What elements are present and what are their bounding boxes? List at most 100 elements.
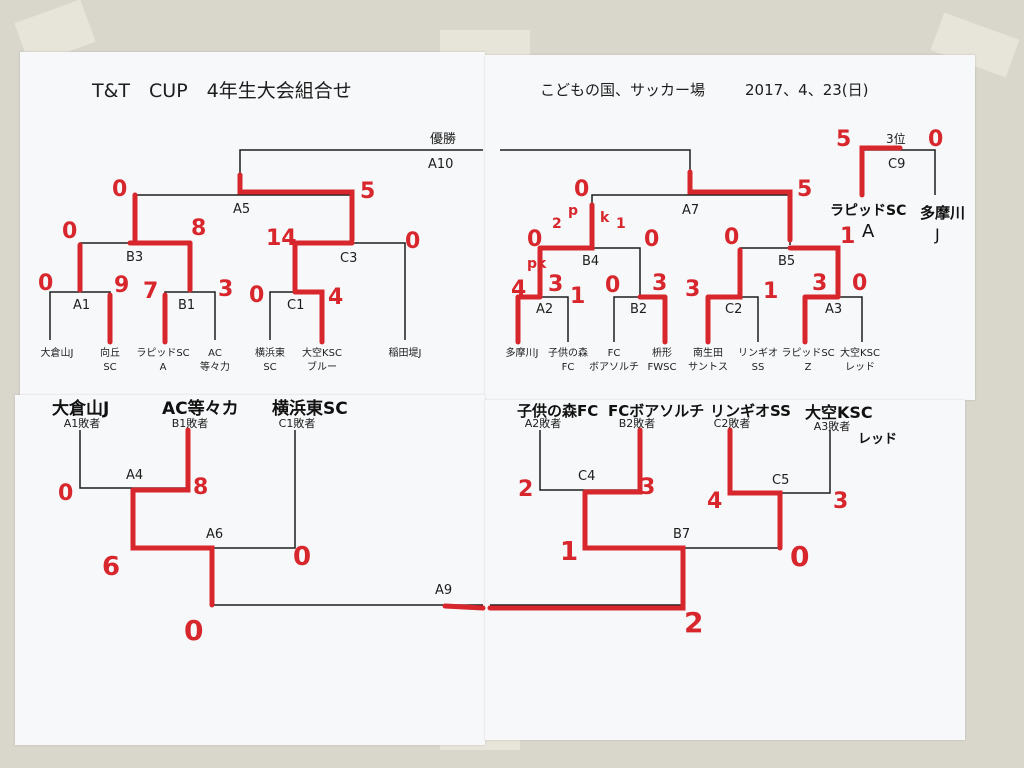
team-minamiikuta-l2: サントス [688, 361, 728, 373]
match-b2: B2 [630, 302, 647, 317]
team-ringio-l1: リンギオ [738, 347, 778, 359]
team-inadazutsumi: 稲田堤J [389, 347, 422, 359]
score-c3-right: 0 [405, 229, 420, 254]
score-b1-right: 3 [218, 277, 233, 302]
hw-third-rapid-b: A [862, 221, 875, 242]
team-yokohamahigashi-l2: SC [263, 362, 276, 373]
team-okurayama: 大倉山J [41, 346, 74, 359]
team-ozora-blue-l1: 大空KSC [302, 346, 342, 359]
team-mukaigaoka-l1: 向丘 [100, 346, 120, 359]
score-b3-left: 0 [62, 219, 77, 244]
match-a3: A3 [825, 302, 842, 317]
team-mukaigaoka-l2: SC [103, 362, 116, 373]
poster-bottom-right [485, 400, 965, 740]
team-ozora-blue-l2: ブルー [307, 360, 337, 373]
hw-kodomonomori: 子供の森FC [517, 402, 598, 420]
score-b7-left: 1 [560, 537, 578, 567]
match-c3: C3 [340, 251, 357, 266]
score-b2-left: 0 [605, 273, 620, 298]
score-a3-right: 0 [852, 271, 867, 296]
loser-b2: B2敗者 [619, 416, 656, 430]
match-b1: B1 [178, 298, 195, 313]
team-boasorte-l1: FC [608, 348, 621, 359]
score-c2-left: 3 [685, 277, 700, 302]
score-a2-left: 4 [511, 277, 526, 302]
score-c9-right: 0 [928, 127, 943, 152]
score-a2-pk: 3 [548, 272, 563, 297]
hw-ozora: 大空KSC [805, 403, 873, 422]
score-c9-left: 5 [836, 127, 851, 152]
score-a3-left: 3 [812, 271, 827, 296]
score-b5-right: 1 [840, 224, 855, 249]
winner-path-lines [77, 145, 903, 611]
score-a7-right: 5 [797, 177, 812, 202]
hw-third-tamagawa: 多摩川 [920, 204, 965, 222]
match-c4: C4 [578, 469, 595, 484]
score-c2-right: 1 [763, 279, 778, 304]
match-a9: A9 [435, 583, 452, 598]
team-rapid-a-l1: ラピッドSC [136, 347, 189, 359]
score-b1-left: 7 [143, 279, 158, 304]
hw-yokohamahigashi: 横浜東SC [272, 398, 348, 419]
match-a2: A2 [536, 302, 553, 317]
team-rapid-z-l1: ラピッドSC [781, 347, 834, 359]
loser-b1: B1敗者 [172, 416, 209, 430]
score-c5-left: 4 [707, 489, 722, 514]
score-b4-left: 0 [527, 227, 542, 252]
team-kodomonomori-l1: 子供の森 [548, 346, 588, 359]
team-ozora-red-l2: レッド [845, 362, 875, 373]
score-a4-left: 0 [58, 481, 73, 506]
pk-b4-left: 2 [552, 216, 562, 232]
venue-text: こどもの国、サッカー場 [540, 81, 705, 99]
score-a1-left: 0 [38, 271, 53, 296]
loser-c2: C2敗者 [714, 416, 751, 430]
score-c4-right: 3 [640, 475, 655, 500]
bracket-lines [49, 149, 936, 606]
hw-third-tamagawa-b: J [934, 225, 940, 244]
team-masugata-l2: FWSC [648, 362, 677, 373]
hw-ac-todoroki: AC等々カ [162, 398, 239, 419]
score-b7-right: 0 [790, 540, 809, 573]
hw-ringio: リンギオSS [710, 402, 791, 420]
score-b4-right: 0 [644, 227, 659, 252]
match-c9: C9 [888, 157, 905, 172]
hw-red: レッド [858, 432, 897, 447]
team-yokohamahigashi-l1: 横浜東 [255, 346, 285, 359]
pk-b4-right: 1 [616, 216, 626, 232]
team-minamiikuta-l1: 南生田 [693, 346, 723, 359]
score-c3-left: 14 [266, 226, 297, 251]
score-c1-right: 4 [328, 285, 343, 310]
hw-third-rapid: ラピッドSC [830, 203, 906, 219]
third-place-label: 3位 [886, 131, 906, 146]
poster-title: T&T CUP 4年生大会組合せ [91, 80, 352, 102]
score-c5-right: 3 [833, 489, 848, 514]
pk-a2-label: pk [527, 256, 547, 272]
pk-b4-k: k [600, 210, 610, 226]
match-a10: A10 [428, 157, 453, 172]
match-a6: A6 [206, 527, 223, 542]
match-b5: B5 [778, 254, 795, 269]
poster-top-right [485, 55, 975, 400]
final-label: 優勝 [430, 132, 456, 147]
team-ac-l2: 等々力 [200, 360, 230, 373]
poster-top-left [20, 52, 485, 400]
team-ac-l1: AC [208, 348, 222, 359]
match-b4: B4 [582, 254, 599, 269]
match-b3: B3 [126, 250, 143, 265]
loser-a3: A3敗者 [814, 419, 851, 433]
date-text: 2017、4、23(日) [745, 81, 869, 99]
score-a9-right: 2 [684, 606, 703, 639]
team-boasorte-l2: ボアソルチ [589, 361, 639, 373]
team-ozora-red-l1: 大空KSC [840, 346, 880, 359]
pk-b4-p: p [568, 203, 578, 219]
match-a7: A7 [682, 203, 699, 218]
score-c4-left: 2 [518, 477, 533, 502]
score-a4-right: 8 [193, 475, 208, 500]
loser-a2: A2敗者 [525, 416, 562, 430]
poster-bottom-left [15, 395, 485, 745]
team-masugata-l1: 枡形 [652, 346, 672, 359]
score-a9-left: 0 [184, 614, 203, 647]
score-b5-left: 0 [724, 225, 739, 250]
match-c1: C1 [287, 298, 304, 313]
